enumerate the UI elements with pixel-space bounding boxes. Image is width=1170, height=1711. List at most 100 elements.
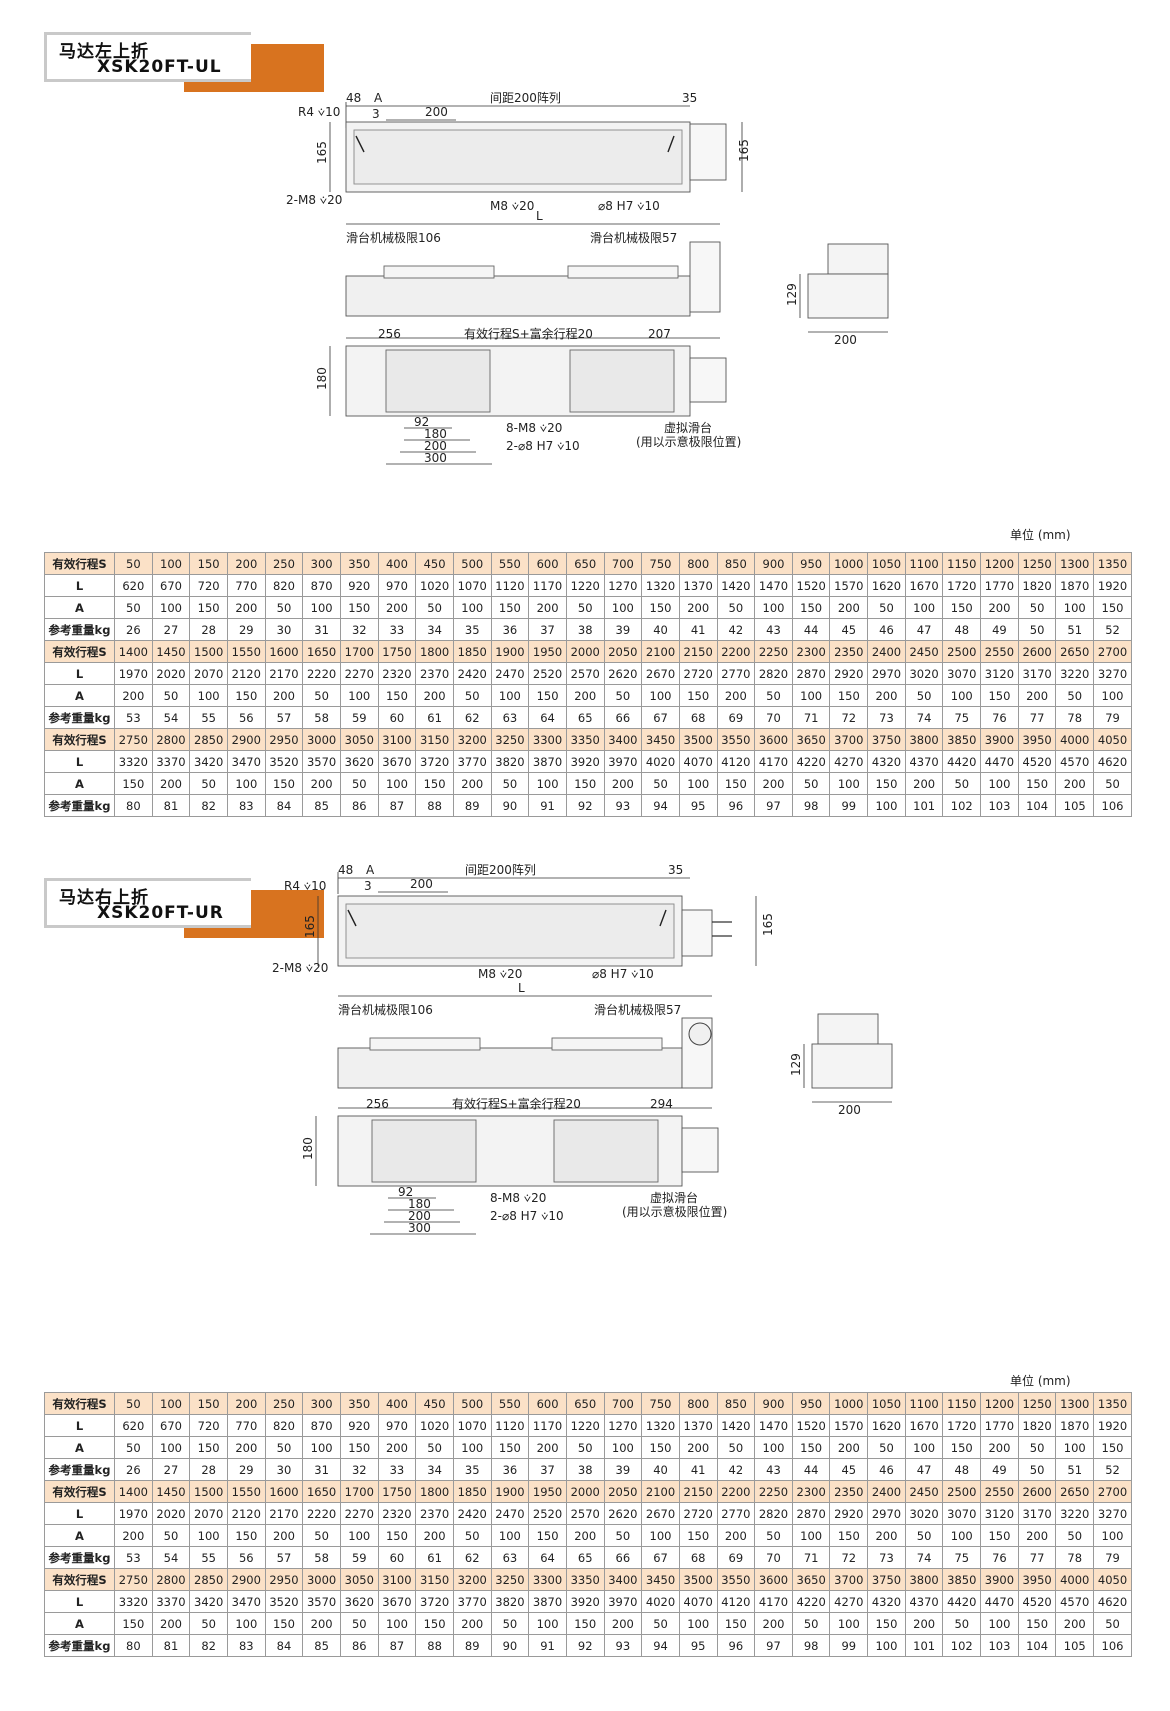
table-cell: 750 (641, 552, 680, 575)
dimension-label: 200 (834, 333, 857, 347)
table-cell: 4420 (942, 750, 982, 773)
table-cell: 150 (415, 772, 454, 795)
dimension-label: 200 (424, 439, 447, 453)
dimension-label: 294 (650, 1097, 673, 1111)
table-cell: 3900 (980, 728, 1019, 751)
dimension-label: 3 (364, 879, 372, 893)
table-cell: 3550 (716, 728, 756, 751)
table-cell: 150 (1017, 1612, 1057, 1635)
table-cell: 150 (226, 684, 266, 707)
table-cell: 2720 (678, 662, 718, 685)
bottom-motor (681, 1127, 719, 1173)
table-cell: 69 (716, 1546, 756, 1569)
table-cell: 2970 (867, 1502, 906, 1525)
table-cell: 46 (867, 618, 906, 641)
table-cell: 150 (565, 772, 605, 795)
table-cell: 300 (302, 1392, 341, 1415)
table-cell: 4000 (1055, 1568, 1095, 1591)
table-cell: 50 (716, 596, 756, 619)
table-cell: 3700 (829, 728, 869, 751)
table-cell: 1400 (114, 640, 153, 663)
table-cell: 1300 (1055, 1392, 1095, 1415)
table-cell: 200 (302, 1612, 341, 1635)
table-cell: 1870 (1055, 574, 1095, 597)
row-label: L (44, 1590, 115, 1613)
table-cell: 94 (641, 794, 680, 817)
table-cell: 2100 (641, 640, 680, 663)
table-cell: 30 (264, 618, 304, 641)
table-cell: 78 (1055, 706, 1095, 729)
table-cell: 79 (1093, 706, 1132, 729)
table-cell: 54 (151, 706, 191, 729)
table-cell: 1200 (980, 1392, 1019, 1415)
table-cell: 700 (603, 1392, 643, 1415)
table-cell: 3470 (226, 750, 266, 773)
row-label: 参考重量kg (44, 706, 115, 729)
table-cell: 820 (264, 1414, 304, 1437)
table-cell: 150 (1017, 772, 1057, 795)
bottom-carriage-2 (553, 1119, 659, 1183)
table-cell: 200 (226, 596, 266, 619)
table-cell: 2670 (641, 662, 680, 685)
table-cell: 74 (904, 706, 944, 729)
dimension-label: 200 (425, 105, 448, 119)
table-cell: 39 (603, 1458, 643, 1481)
table-cell: 670 (151, 1414, 191, 1437)
table-cell: 2370 (415, 662, 454, 685)
table-cell: 102 (942, 794, 982, 817)
table-cell: 100 (151, 1436, 191, 1459)
table-cell: 150 (490, 596, 530, 619)
table-cell: 870 (302, 1414, 341, 1437)
row-label: 有效行程S (44, 640, 115, 663)
table-cell: 4020 (641, 1590, 680, 1613)
dimension-label: 35 (682, 91, 697, 105)
table-cell: 50 (641, 772, 680, 795)
table-cell: 2350 (829, 1480, 869, 1503)
table-cell: 620 (114, 1414, 153, 1437)
drawing-line (659, 909, 667, 927)
table-cell: 200 (603, 772, 643, 795)
row-label: A (44, 684, 115, 707)
row-label: 参考重量kg (44, 618, 115, 641)
table-cell: 73 (867, 1546, 906, 1569)
table-cell: 4470 (980, 750, 1019, 773)
dimension-label: 256 (366, 1097, 389, 1111)
table-cell: 100 (226, 772, 266, 795)
dimension-label: 间距200阵列 (490, 91, 561, 105)
dimension-label: ⌀8 H7 ⩒10 (598, 199, 660, 213)
table-cell: 40 (641, 1458, 680, 1481)
table-cell: 1750 (377, 640, 417, 663)
table-cell: 3600 (754, 1568, 793, 1591)
table-cell: 3620 (339, 1590, 379, 1613)
table-cell: 3370 (151, 1590, 191, 1613)
table-cell: 100 (452, 596, 492, 619)
side-carriage-1 (369, 1037, 481, 1051)
dimension-label: 300 (424, 451, 447, 465)
table-cell: 49 (980, 1458, 1019, 1481)
table-cell: 1600 (264, 1480, 304, 1503)
table-cell: 80 (114, 794, 153, 817)
table-cell: 1250 (1017, 552, 1057, 575)
table-cell: 90 (490, 1634, 530, 1657)
table-cell: 2820 (754, 1502, 793, 1525)
table-cell: 1920 (1093, 574, 1132, 597)
table-cell: 200 (114, 684, 153, 707)
table-cell: 99 (829, 794, 869, 817)
table-cell: 2600 (1017, 640, 1057, 663)
table-cell: 50 (189, 1612, 228, 1635)
table-cell: 28 (189, 618, 228, 641)
table-cell: 150 (942, 1436, 982, 1459)
table-cell: 34 (415, 618, 454, 641)
table-cell: 200 (528, 1436, 567, 1459)
dimension-label: (用以示意极限位置) (622, 1204, 727, 1219)
table-cell: 1570 (829, 1414, 869, 1437)
table-cell: 2550 (980, 1480, 1019, 1503)
table-cell: 4270 (829, 750, 869, 773)
table-cell: 2570 (565, 1502, 605, 1525)
table-cell: 100 (867, 794, 906, 817)
table-cell: 96 (716, 1634, 756, 1657)
table-cell: 50 (452, 684, 492, 707)
table-cell: 100 (189, 684, 228, 707)
